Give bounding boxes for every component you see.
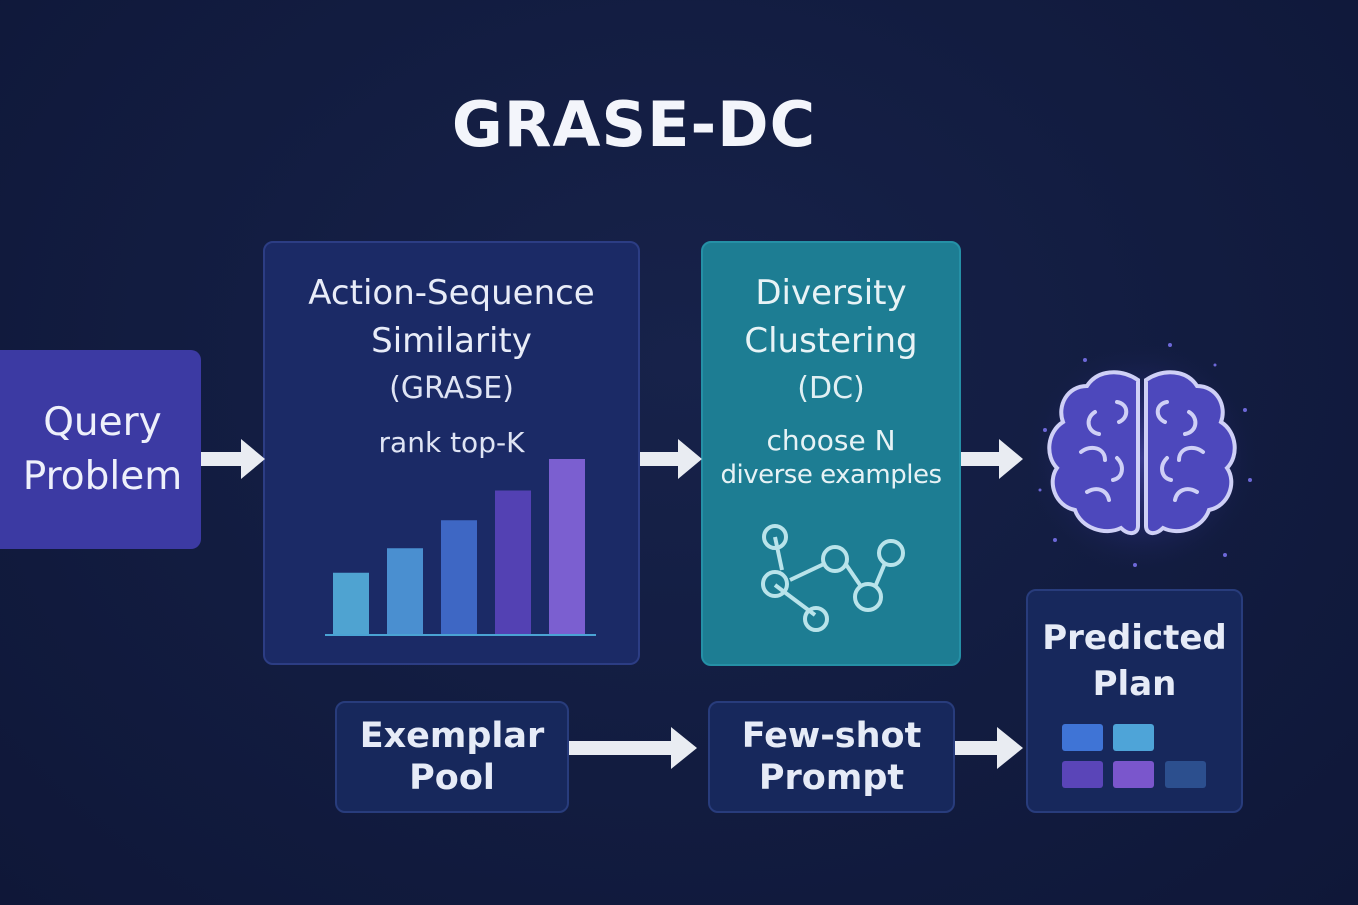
predicted-plan-box: Predicted Plan [1026, 589, 1243, 813]
title-text: GRASE-DC [451, 88, 817, 161]
arrow-dc-to-brain [961, 439, 1023, 479]
predicted-line2: Plan [1092, 664, 1177, 704]
exemplar-line2: Pool [409, 758, 495, 798]
arrow-fewshot-to-predicted [955, 727, 1023, 769]
diversity-clustering-box: Diversity Clustering (DC) choose N diver… [701, 241, 961, 666]
query-problem-box: Query Problem [0, 350, 201, 549]
exemplar-pool-box: Exemplar Pool [335, 701, 569, 813]
diagram-title: GRASE-DC [0, 88, 1358, 161]
arrow-exemplar-to-fewshot [569, 727, 697, 769]
plan-block-1 [1062, 724, 1103, 751]
brain-icon [1027, 343, 1257, 573]
dc-line1: Diversity [755, 273, 907, 313]
network-graph-icon [761, 524, 905, 632]
bar-chart-icon [325, 459, 596, 636]
predicted-line1: Predicted [1042, 618, 1227, 658]
fewshot-line1: Few-shot [741, 716, 922, 756]
dc-caption-line2: diverse examples [720, 460, 942, 490]
grase-abbr: (GRASE) [389, 371, 514, 406]
bar-3 [441, 520, 477, 634]
predicted-heading: Predicted Plan [1042, 615, 1227, 707]
dc-abbr: (DC) [797, 371, 865, 406]
exemplar-line1: Exemplar [359, 716, 545, 756]
dc-caption-line1: choose N [766, 424, 896, 457]
dc-heading: Diversity Clustering [744, 269, 917, 365]
fewshot-line2: Prompt [758, 758, 905, 798]
dc-line2: Clustering [744, 321, 918, 361]
bar-1 [333, 572, 369, 634]
grase-heading: Action-Sequence Similarity [308, 269, 594, 365]
plan-block-4 [1113, 761, 1154, 788]
plan-blocks-icon [1062, 724, 1206, 788]
grase-line1: Action-Sequence [308, 273, 595, 313]
arrow-grase-to-dc [640, 439, 702, 479]
bar-5 [549, 459, 585, 634]
plan-block-3 [1062, 761, 1103, 788]
few-shot-prompt-box: Few-shot Prompt [708, 701, 955, 813]
bar-2 [387, 548, 423, 634]
arrow-query-to-grase [201, 439, 265, 479]
grase-line2: Similarity [371, 321, 532, 361]
plan-block-2 [1113, 724, 1154, 751]
query-line1: Query [43, 399, 162, 445]
grase-caption: rank top-K [378, 426, 525, 459]
plan-block-5 [1165, 761, 1206, 788]
query-line2: Problem [22, 453, 183, 499]
bar-4 [495, 490, 531, 634]
